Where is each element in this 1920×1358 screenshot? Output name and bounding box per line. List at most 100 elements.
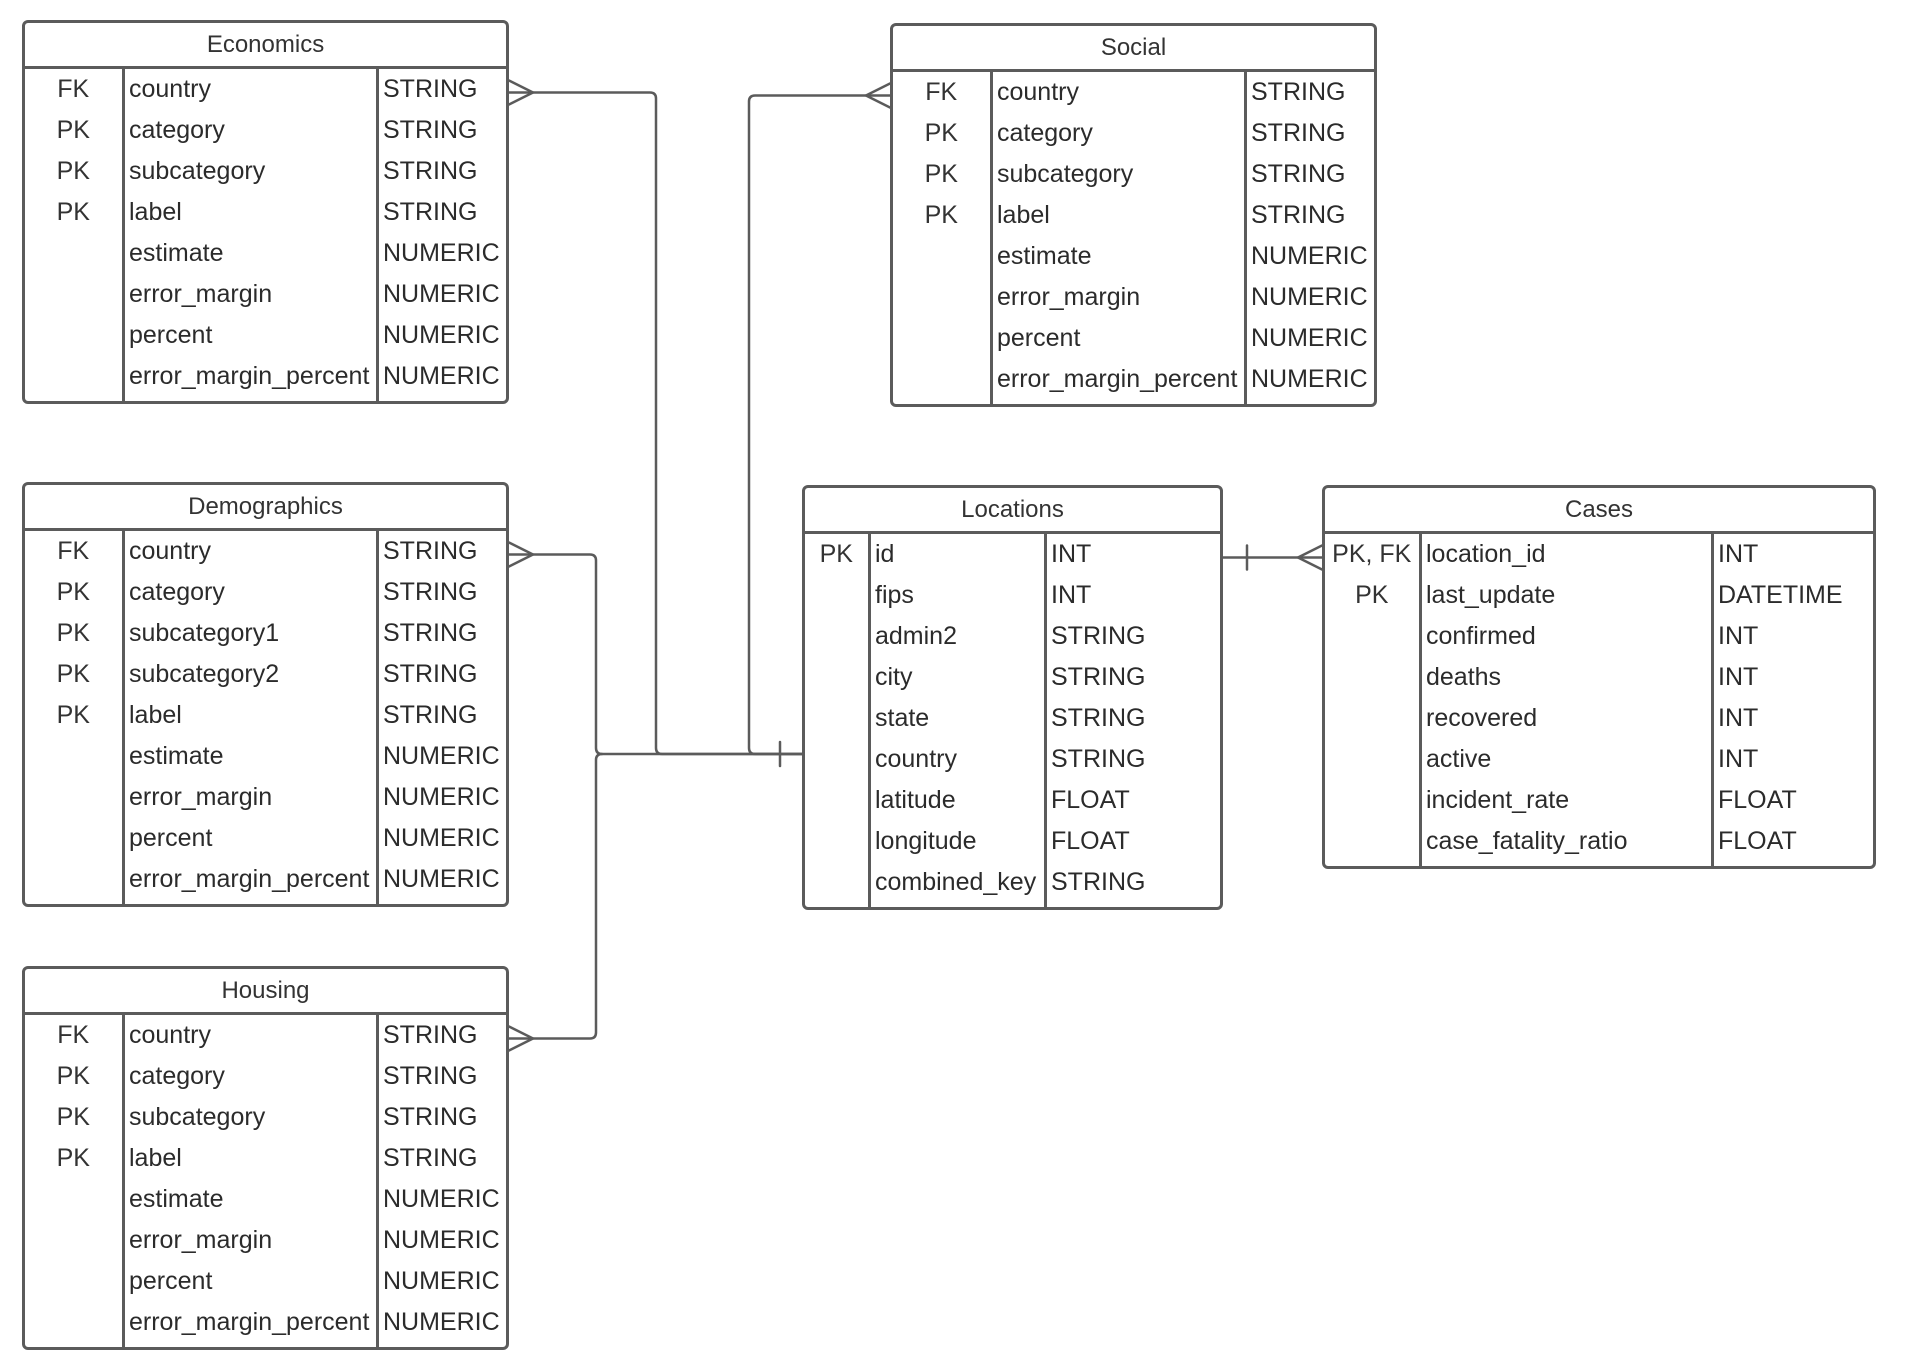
field-type: STRING	[1251, 78, 1346, 106]
field-type: STRING	[383, 116, 478, 144]
field-type: NUMERIC	[383, 1267, 500, 1295]
field-key: PK	[56, 157, 90, 185]
field-name: error_margin	[129, 783, 273, 811]
field-key: PK	[1355, 581, 1389, 609]
field-type: INT	[1718, 704, 1759, 732]
field-type: NUMERIC	[383, 321, 500, 349]
field-type: STRING	[383, 578, 478, 606]
field-name: country	[129, 537, 211, 565]
many-marker	[864, 82, 892, 109]
field-name: combined_key	[875, 868, 1037, 896]
column-divider	[375, 1015, 379, 1347]
many-marker	[1296, 544, 1324, 571]
field-name: city	[875, 663, 913, 691]
field-type: STRING	[1051, 622, 1146, 650]
field-name: error_margin	[997, 283, 1141, 311]
field-name: country	[997, 78, 1079, 106]
field-row[interactable]: estimate NUMERIC	[25, 233, 506, 274]
field-type: NUMERIC	[383, 865, 500, 893]
column-divider	[867, 534, 871, 907]
field-type: NUMERIC	[383, 239, 500, 267]
field-key: FK	[57, 1021, 90, 1049]
field-name: label	[129, 1144, 182, 1172]
field-name: estimate	[129, 239, 224, 267]
field-name: subcategory1	[129, 619, 280, 647]
field-name: estimate	[997, 242, 1092, 270]
field-name: case_fatality_ratio	[1426, 827, 1628, 855]
field-key: PK, FK	[1332, 540, 1412, 568]
field-type: STRING	[383, 1144, 478, 1172]
field-key: PK	[56, 701, 90, 729]
field-name: error_margin_percent	[129, 362, 370, 390]
field-name: category	[129, 116, 225, 144]
field-type: INT	[1718, 745, 1759, 773]
entity-title: Cases	[1325, 488, 1873, 534]
field-name: state	[875, 704, 930, 732]
field-type: FLOAT	[1718, 786, 1797, 814]
field-type: STRING	[383, 198, 478, 226]
field-type: STRING	[1251, 119, 1346, 147]
field-type: STRING	[383, 660, 478, 688]
column-divider	[375, 69, 379, 401]
connector-housing-locations	[507, 752, 604, 1040]
